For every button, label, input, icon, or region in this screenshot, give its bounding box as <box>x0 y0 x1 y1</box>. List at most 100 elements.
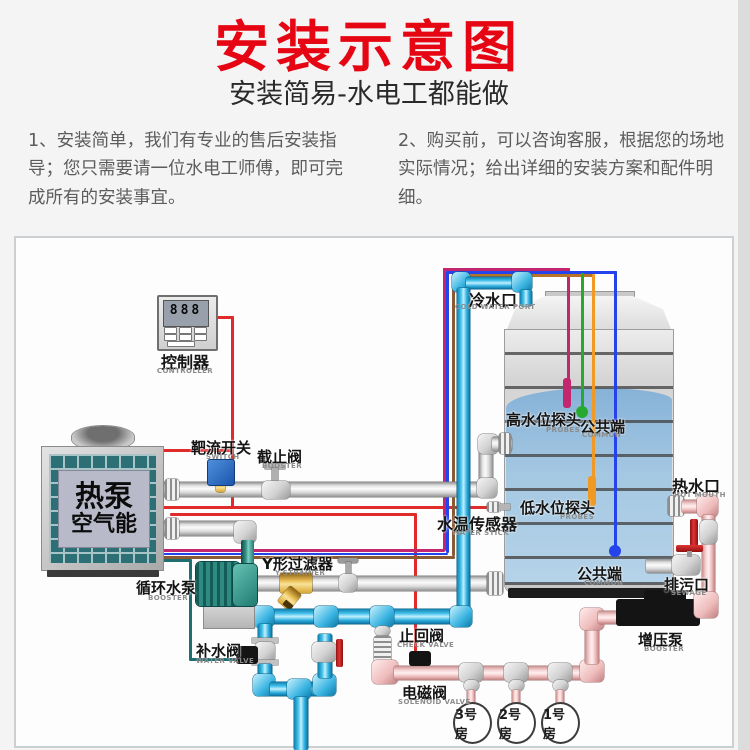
makeup-valve-wire <box>189 559 192 660</box>
page-subtitle: 安装简易-水电工都能做 <box>229 79 509 110</box>
flow-switch-label: 靶流开关 <box>191 439 252 457</box>
water-temp-sensor-probe <box>487 502 501 512</box>
check-valve-sublabel: CHECK VALVE <box>397 641 455 649</box>
controller-button <box>194 334 207 341</box>
hot-water-coupler <box>668 496 684 516</box>
common-top-label: 公共端 <box>580 418 626 436</box>
controller-button <box>179 334 192 341</box>
circulation-pump-head <box>233 564 257 606</box>
circulation-pump-label: 循环水泵 <box>136 579 197 597</box>
probe-wire-blue <box>163 552 448 555</box>
intro-point-2: 2、购买前，可以咨询客服，根据您的场地实际情况；给出详细的安装方案和配件明细。 <box>398 131 725 208</box>
controller-sublabel: CONTROLLER <box>156 367 214 375</box>
intro-point-1: 1、安装简单，我们有专业的售后安装指导；您只需要请一位水电工师傅，即可完成所有的… <box>28 131 343 208</box>
rooms-tee <box>548 663 572 682</box>
pink-riser <box>585 626 599 664</box>
common-top-tip <box>576 406 588 418</box>
pump-inlet <box>241 540 254 566</box>
cold-water-riser <box>457 288 470 612</box>
low-level-probe-label: 低水位探头 <box>520 499 596 517</box>
valve-body <box>339 574 357 592</box>
blue-tee <box>287 679 311 699</box>
sewage-port-sublabel: SEWAGE <box>671 589 707 597</box>
solenoid-valve-sublabel: SOLENOID VALVE <box>398 698 471 706</box>
water-temp-sensor-tip <box>500 504 510 510</box>
check-valve-label: 止回阀 <box>399 627 445 645</box>
probe-wire-blue <box>446 271 617 274</box>
valve-stem <box>346 562 351 576</box>
booster-pump-label: 增压泵 <box>638 631 684 649</box>
probe-wire-green <box>581 273 584 409</box>
common-bottom-label: 公共端 <box>577 565 623 583</box>
high-level-probe-tip <box>563 378 571 408</box>
pipe-return <box>163 521 249 536</box>
probe-wire-magenta <box>567 268 570 380</box>
page-title: 安装示意图 <box>213 15 524 79</box>
pink-elbow <box>372 660 398 684</box>
booster-pump-top <box>644 590 686 604</box>
low-level-probe-sublabel: PROBES <box>560 513 595 521</box>
tank-band <box>505 454 673 457</box>
sewage-valve-handle <box>676 545 703 552</box>
controller-bar <box>167 341 195 347</box>
blue-elbow <box>450 606 472 627</box>
valve-handle <box>338 558 358 563</box>
y-strainer-label: Y形过滤器 <box>262 555 333 573</box>
stop-valve-body <box>262 481 290 499</box>
sewage-port-label: 排污口 <box>664 576 710 594</box>
room-3: 3号房 <box>453 702 492 744</box>
tee-fitting <box>700 520 717 544</box>
heat-pump-fan <box>72 426 134 450</box>
probe-wire-blue <box>614 271 617 549</box>
cold-elbow <box>452 272 470 292</box>
heat-pump-name-line2: 空气能 <box>70 511 137 537</box>
sensor-wire <box>163 506 489 509</box>
tank-band <box>505 352 673 355</box>
flow-switch-body <box>207 459 235 486</box>
sewage-valve-stem <box>687 551 692 557</box>
controller-button <box>179 327 192 334</box>
tank-band <box>505 386 673 389</box>
circulation-pump-sublabel: BOOSTER <box>148 594 189 602</box>
low-level-probe-tip <box>588 476 596 506</box>
rooms-stub <box>553 680 568 691</box>
pipe-coupler <box>165 479 179 500</box>
makeup-valve-wire <box>189 658 245 661</box>
rooms-tee <box>459 663 483 682</box>
tank-band <box>505 522 673 525</box>
room-drop-pipe <box>467 690 475 704</box>
tank-band <box>505 582 673 585</box>
cold-water-pipe <box>466 277 518 289</box>
tank-cap <box>505 296 673 334</box>
high-level-probe-label: 高水位探头 <box>506 411 582 429</box>
blue-tee <box>370 606 394 627</box>
sewage-valve-body <box>672 555 700 575</box>
solenoid-wire <box>170 513 416 516</box>
solenoid-valve-body <box>409 651 431 666</box>
makeup-valve-sublabel: WATER VALVE <box>196 657 255 665</box>
common-bottom-tip <box>609 545 621 557</box>
heat-pump-label-panel: 热泵 空气能 <box>58 470 150 548</box>
page-edge <box>738 0 750 750</box>
circulation-pump-motor <box>196 562 240 606</box>
room-drop-pipe <box>556 690 564 704</box>
pink-elbow <box>580 660 604 682</box>
probe-wire-orange <box>452 274 455 556</box>
probe-wire-blue <box>446 271 449 553</box>
room-1: 1号房 <box>541 702 580 744</box>
check-valve-body <box>374 636 391 662</box>
cold-water-port-sublabel: COLD WATER PORT <box>455 303 536 311</box>
flow-switch-sublabel: SWITCH <box>206 453 240 461</box>
tank-band <box>505 420 673 423</box>
high-level-probe-sublabel: PROBES <box>546 426 581 434</box>
stop-valve-label: 截止阀 <box>257 448 303 466</box>
room-2: 2号房 <box>497 702 536 744</box>
tank-base <box>508 588 670 598</box>
tank-lid <box>546 292 634 299</box>
water-temp-sensor-sublabel: WATER STICK <box>452 529 510 537</box>
booster-pump-sublabel: BOOSTER <box>644 645 685 653</box>
heat-pump-wire <box>163 449 233 452</box>
blue-elbow <box>253 674 275 696</box>
cold-water-drop <box>520 290 532 306</box>
